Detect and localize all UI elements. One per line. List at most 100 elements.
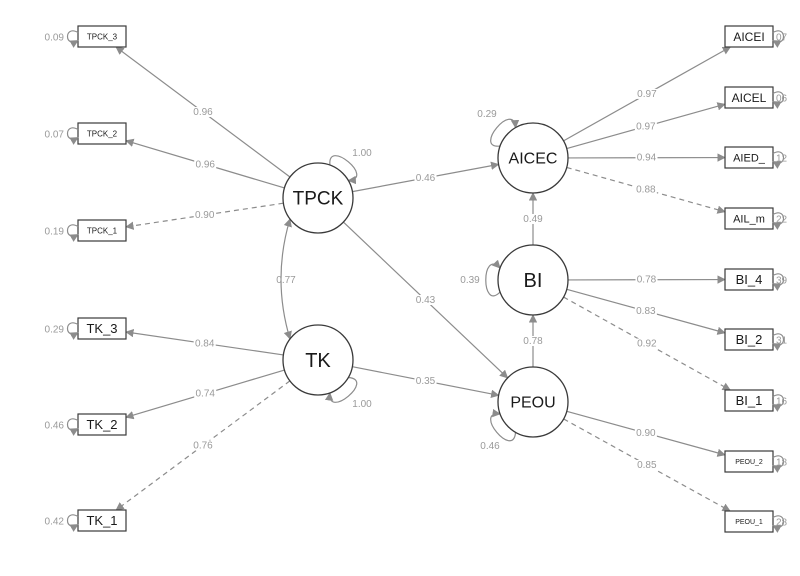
observed-box-tpck-2 bbox=[77, 122, 127, 145]
observed-label-tpck-2: TPCK_2 bbox=[87, 129, 118, 138]
observed-box-tk-1 bbox=[77, 509, 127, 532]
path-coefficient-tpck-tpck-3: 0.96 bbox=[193, 107, 213, 118]
latent-node-aicec: AICEC bbox=[497, 122, 569, 194]
latent-circle-aicec bbox=[497, 122, 569, 194]
latent-node-peou: PEOU bbox=[497, 366, 569, 438]
latent-circle-peou bbox=[497, 366, 569, 438]
observed-box-peou-1 bbox=[724, 510, 774, 533]
latent-node-tpck: TPCK bbox=[282, 162, 354, 234]
latent-label-aicec: AICEC bbox=[509, 151, 558, 168]
observed-label-tpck-1: TPCK_1 bbox=[87, 226, 118, 235]
latent-node-bi: BI bbox=[497, 244, 569, 316]
observed-label-ail-m: AIL_m bbox=[733, 213, 765, 225]
observed-label-tpck-3: TPCK_3 bbox=[87, 32, 118, 41]
observed-node-peou-2: PEOU_2 18 bbox=[724, 450, 788, 473]
observed-label-tk-3: TK_3 bbox=[86, 321, 117, 336]
residual-value-tpck-1: 0.19 bbox=[45, 227, 65, 238]
residual-loop-tpck-3 bbox=[66, 30, 79, 48]
path-coefficient-aicec-aied: 0.94 bbox=[637, 153, 657, 164]
latent-circle-tpck bbox=[282, 162, 354, 234]
observed-label-bi-1: BI_1 bbox=[736, 393, 763, 408]
observed-box-aicel bbox=[724, 86, 774, 109]
residual-value-bi-4: 39 bbox=[776, 276, 788, 287]
residual-value-bi-2: 31 bbox=[776, 336, 788, 347]
observed-box-ail-m bbox=[724, 207, 774, 230]
path-coefficient-bi-bi-4: 0.78 bbox=[637, 275, 657, 286]
path-coefficient-bi-bi-1: 0.92 bbox=[637, 339, 657, 350]
residual-value-ail-m: 22 bbox=[776, 215, 788, 226]
path-bi-to-bi-1 bbox=[563, 296, 731, 391]
path-coefficient-bi-bi-2: 0.83 bbox=[636, 306, 656, 317]
residual-value-tpck-2: 0.07 bbox=[45, 130, 65, 141]
latent-label-bi: BI bbox=[524, 270, 543, 292]
residual-loop-aicel bbox=[772, 91, 785, 109]
residual-loop-peou-2 bbox=[772, 455, 785, 473]
latent-circle-bi bbox=[497, 244, 569, 316]
residual-value-tpck-3: 0.09 bbox=[45, 33, 65, 44]
observed-label-bi-2: BI_2 bbox=[736, 332, 763, 347]
observed-node-tpck-2: TPCK_2 0.07 bbox=[45, 122, 127, 145]
residual-value-tk-3: 0.29 bbox=[45, 325, 65, 336]
path-coefficient-tpck-tpck-1: 0.90 bbox=[195, 210, 215, 221]
observed-box-tk-2 bbox=[77, 413, 127, 436]
residual-loop-bi-4 bbox=[772, 273, 785, 291]
latent-node-tk: TK bbox=[282, 324, 354, 396]
observed-node-tpck-1: TPCK_1 0.19 bbox=[45, 219, 127, 242]
residual-loop-bi-2 bbox=[772, 333, 785, 351]
residual-loop-aied bbox=[772, 151, 785, 169]
residual-loop-tk-2 bbox=[66, 418, 79, 436]
variance-loop-bi bbox=[485, 259, 501, 297]
observed-box-aicei bbox=[724, 25, 774, 48]
path-coefficient-aicec-aicei: 0.97 bbox=[637, 89, 657, 100]
observed-label-bi-4: BI_4 bbox=[736, 272, 763, 287]
observed-node-tk-2: TK_2 0.46 bbox=[45, 413, 127, 436]
residual-loop-tpck-2 bbox=[66, 127, 79, 145]
variance-value-bi: 0.39 bbox=[460, 275, 480, 286]
covariance-tpck-tk bbox=[280, 218, 292, 340]
residual-loop-tpck-1 bbox=[66, 224, 79, 242]
residual-value-aied: 12 bbox=[776, 154, 788, 165]
latent-label-tpck: TPCK bbox=[293, 189, 344, 210]
variance-value-tpck: 1.00 bbox=[352, 148, 372, 159]
observed-node-bi-4: BI_4 39 bbox=[724, 268, 788, 291]
residual-value-aicel: 06 bbox=[776, 94, 788, 105]
path-coefficient-tk-tk-3: 0.84 bbox=[195, 338, 215, 349]
variance-value-peou: 0.46 bbox=[480, 441, 500, 452]
path-coefficient-peou-peou-1: 0.85 bbox=[637, 460, 657, 471]
path-coefficient-peou-bi: 0.78 bbox=[523, 336, 543, 347]
latent-circle-tk bbox=[282, 324, 354, 396]
observed-label-peou-2: PEOU_2 bbox=[735, 459, 763, 466]
residual-loop-ail-m bbox=[772, 212, 785, 230]
observed-node-aied: AIED_12 bbox=[724, 146, 788, 169]
observed-node-ail-m: AIL_m 22 bbox=[724, 207, 788, 230]
path-coefficient-tk-tk-2: 0.74 bbox=[195, 389, 215, 400]
path-coefficient-tpck-peou: 0.43 bbox=[416, 295, 436, 306]
observed-node-tk-1: TK_10.42 bbox=[45, 509, 127, 532]
residual-value-tk-1: 0.42 bbox=[45, 517, 65, 528]
residual-loop-bi-1 bbox=[772, 394, 785, 412]
covariance-value-tpck-tk: 0.77 bbox=[276, 275, 296, 286]
latent-label-peou: PEOU bbox=[510, 395, 555, 412]
observed-box-tk-3 bbox=[77, 317, 127, 340]
residual-loop-tk-3 bbox=[66, 322, 79, 340]
residual-value-peou-1: 28 bbox=[776, 518, 788, 529]
path-coefficient-bi-aicec: 0.49 bbox=[523, 214, 543, 225]
residual-loop-peou-1 bbox=[772, 515, 785, 533]
residual-value-peou-2: 18 bbox=[776, 458, 788, 469]
observed-node-tk-3: TK_3 0.29 bbox=[45, 317, 127, 340]
observed-label-tk-2: TK_2 bbox=[86, 417, 117, 432]
variance-value-aicec: 0.29 bbox=[477, 109, 497, 120]
path-coefficient-tpck-aicec: 0.46 bbox=[416, 173, 436, 184]
latent-label-tk: TK bbox=[305, 350, 331, 372]
path-coefficient-tk-tk-1: 0.76 bbox=[193, 440, 213, 451]
path-peou-to-peou-1 bbox=[563, 418, 731, 512]
path-coefficient-tpck-tpck-2: 0.96 bbox=[195, 159, 215, 170]
residual-loop-tk-1 bbox=[66, 514, 79, 532]
observed-box-bi-4 bbox=[724, 268, 774, 291]
variance-loop-aicec bbox=[490, 118, 520, 147]
path-coefficient-aicec-aicel: 0.97 bbox=[636, 121, 656, 132]
residual-value-tk-2: 0.46 bbox=[45, 421, 65, 432]
